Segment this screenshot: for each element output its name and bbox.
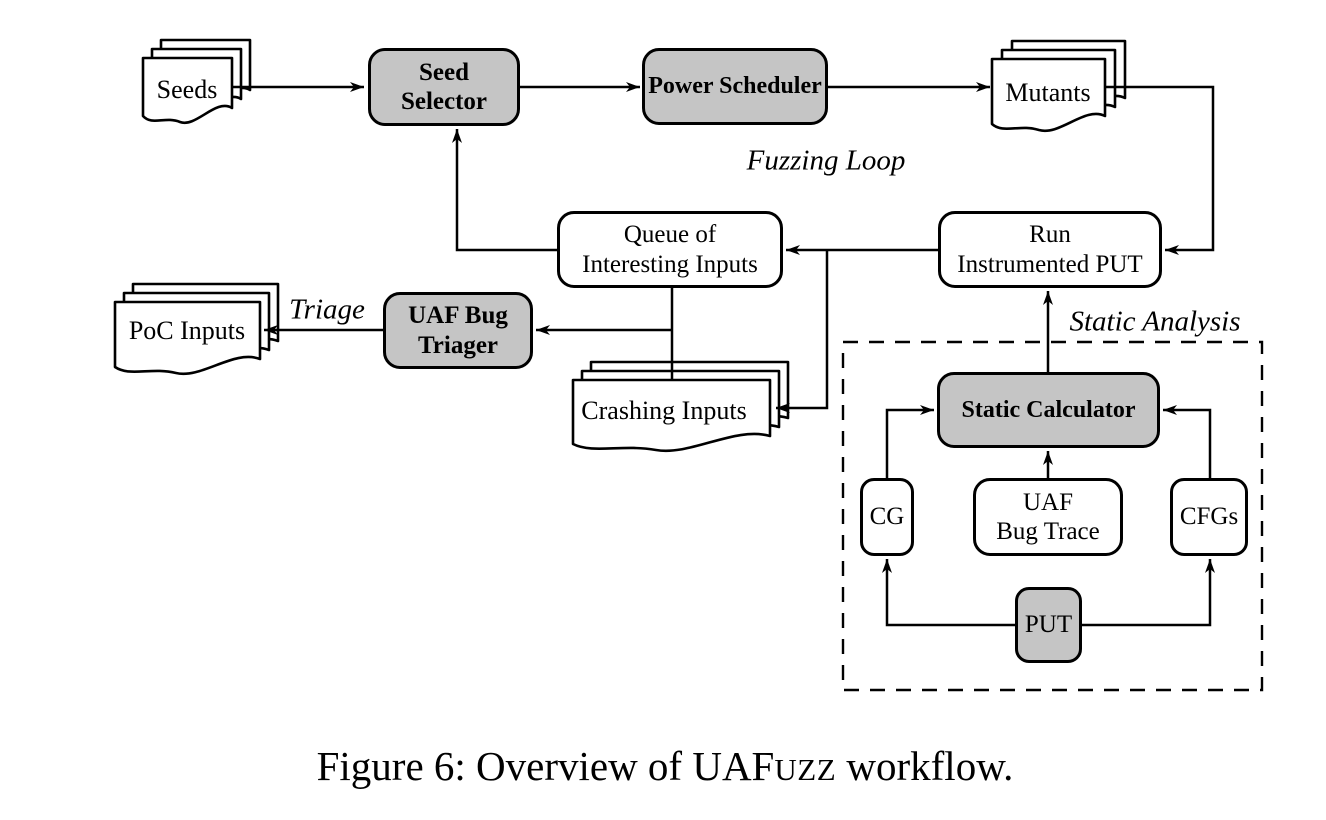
arrow-cfgs-to-static-calculator: [1163, 405, 1212, 478]
figure-caption: Figure 6: Overview of UAFUZZ workflow.: [317, 742, 1014, 790]
arrow-mutants-to-run-put: [1105, 85, 1215, 255]
poc-inputs-label: PoC Inputs: [128, 316, 246, 345]
arrow-put-to-cfgs: [1082, 559, 1215, 627]
caption-part3: workflow.: [836, 743, 1014, 789]
arrow-run-put-to-crashing-inputs: [776, 250, 829, 413]
mutants-label: Mutants: [1005, 78, 1091, 107]
fuzzing-loop-annotation: Fuzzing Loop: [746, 144, 906, 177]
static-analysis-dashed-box: [841, 340, 1264, 692]
arrow-put-to-cg: [882, 559, 1015, 627]
arrow-cg-to-static-calculator: [885, 405, 934, 478]
node-run-instrumented-put: Run Instrumented PUT: [938, 211, 1162, 288]
node-uaf-bug-triager: UAF Bug Triager: [383, 292, 533, 369]
node-static-calculator: Static Calculator: [937, 372, 1160, 448]
crashing-inputs-label: Crashing Inputs: [581, 396, 747, 425]
seeds-label: Seeds: [156, 75, 218, 104]
node-seed-selector: Seed Selector: [368, 48, 520, 126]
node-uaf-bug-trace: UAF Bug Trace: [973, 478, 1123, 556]
node-put: PUT: [1015, 587, 1082, 663]
caption-part1: Figure 6: Overview of UAF: [316, 743, 775, 789]
node-cfgs: CFGs: [1170, 478, 1248, 556]
arrow-queue-to-seed-selector: [452, 129, 557, 252]
node-cg: CG: [860, 478, 914, 556]
static-analysis-annotation: Static Analysis: [1069, 305, 1241, 338]
triage-annotation: Triage: [289, 293, 365, 326]
node-queue-of-interesting-inputs: Queue of Interesting Inputs: [557, 211, 783, 288]
caption-smallcaps: UZZ: [774, 752, 837, 787]
node-power-scheduler: Power Scheduler: [642, 48, 828, 125]
